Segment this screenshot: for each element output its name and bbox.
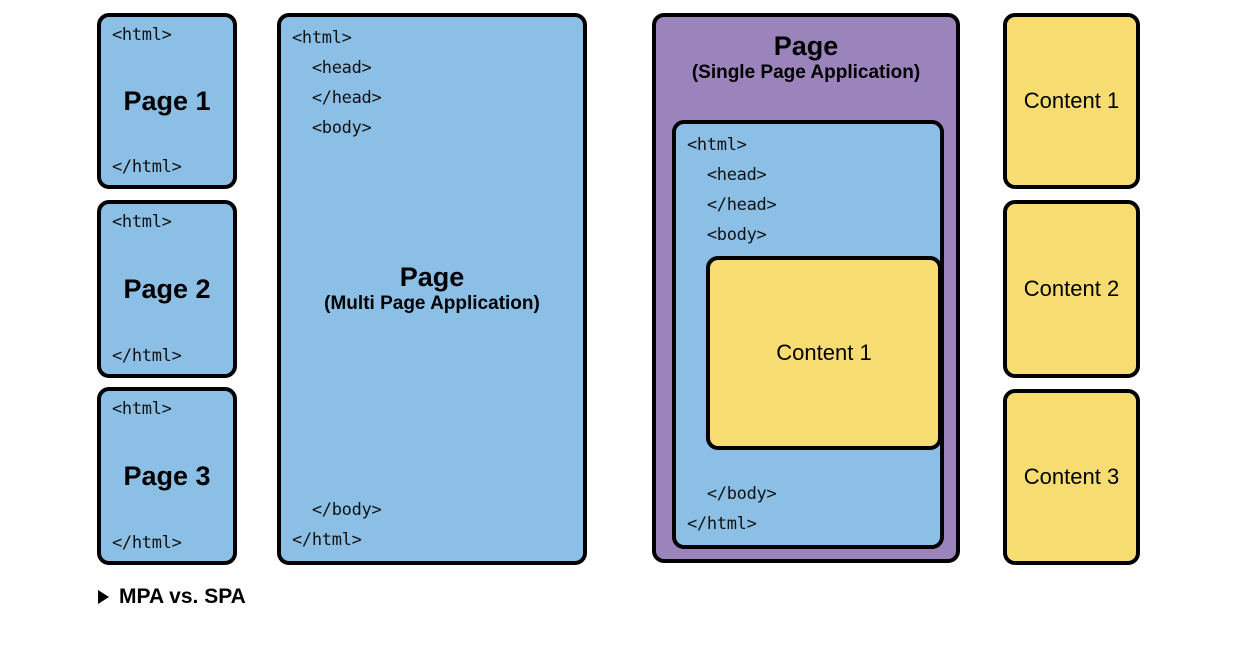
- caption: MPA vs. SPA: [98, 585, 246, 609]
- spa-page-label: Page (Single Page Application): [656, 31, 956, 85]
- spa-label-main: Page: [773, 31, 839, 61]
- content-card-3: Content 3: [1003, 389, 1140, 565]
- mpa-code-head: <html> <head> </head> <body>: [292, 28, 382, 138]
- page-card-title: Page 1: [123, 85, 211, 116]
- page-card-open-tag: <html>: [112, 25, 172, 45]
- spa-label-sub: (Single Page Application): [691, 62, 921, 83]
- spa-inner-content-label: Content 1: [776, 340, 872, 365]
- mpa-page-card-1: <html> Page 1 </html>: [97, 13, 237, 189]
- triangle-right-icon: [98, 590, 109, 604]
- content-card-2: Content 2: [1003, 200, 1140, 378]
- spa-code-head: <html> <head> </head> <body>: [687, 135, 777, 245]
- mpa-label-sub: (Multi Page Application): [324, 293, 540, 314]
- content-card-label: Content 1: [1023, 88, 1120, 113]
- mpa-page-card-3: <html> Page 3 </html>: [97, 387, 237, 565]
- page-card-close-tag: </html>: [112, 533, 182, 553]
- spa-page-box: Page (Single Page Application) <html> <h…: [652, 13, 960, 563]
- spa-inner-content-card: Content 1: [706, 256, 942, 450]
- caption-text: MPA vs. SPA: [119, 585, 246, 608]
- page-card-close-tag: </html>: [112, 346, 182, 366]
- page-card-title: Page 2: [123, 273, 211, 304]
- mpa-page-card-2: <html> Page 2 </html>: [97, 200, 237, 378]
- page-card-open-tag: <html>: [112, 212, 172, 232]
- mpa-page-box: <html> <head> </head> <body> Page (Multi…: [277, 13, 587, 565]
- spa-html-document-box: <html> <head> </head> <body> Content 1 <…: [672, 120, 944, 549]
- mpa-code-foot: </body> </html>: [292, 500, 382, 550]
- spa-code-foot: </body> </html>: [687, 484, 777, 534]
- mpa-page-label: Page (Multi Page Application): [281, 262, 583, 316]
- content-card-label: Content 3: [1023, 464, 1120, 489]
- content-card-1: Content 1: [1003, 13, 1140, 189]
- page-card-close-tag: </html>: [112, 157, 182, 177]
- page-card-title: Page 3: [123, 460, 211, 491]
- mpa-label-main: Page: [399, 262, 465, 292]
- content-card-label: Content 2: [1023, 276, 1120, 301]
- page-card-open-tag: <html>: [112, 399, 172, 419]
